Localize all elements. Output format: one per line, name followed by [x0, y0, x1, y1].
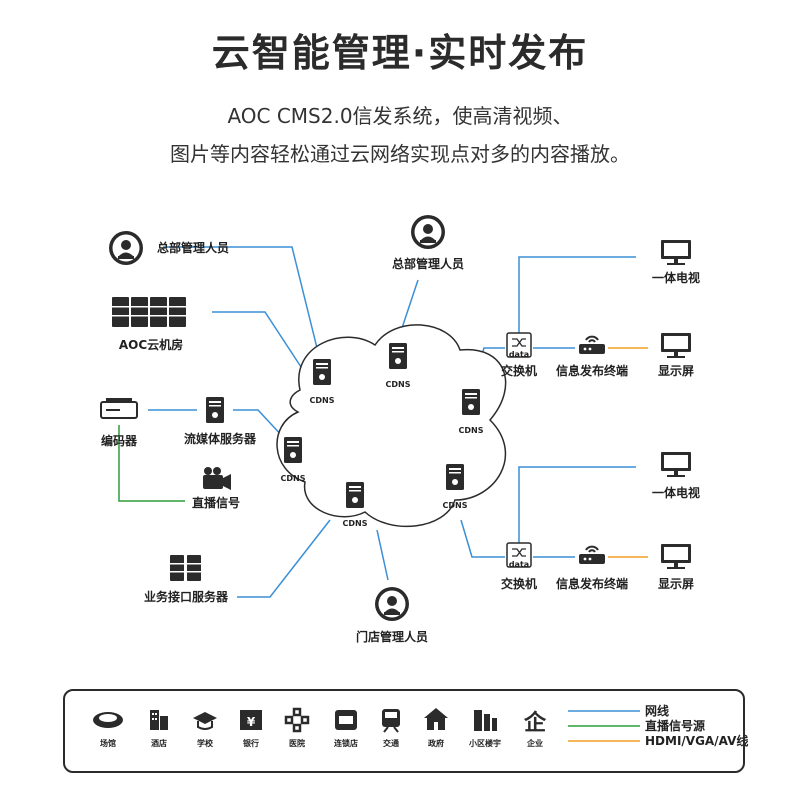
svg-text:连锁店: 连锁店 — [334, 738, 358, 748]
svg-text:交通: 交通 — [383, 738, 399, 748]
bank-icon: ¥ — [240, 710, 262, 730]
svg-text:显示屏: 显示屏 — [658, 577, 694, 591]
svg-text:一体电视: 一体电视 — [652, 485, 700, 500]
switch-bottom: data 交换机 — [501, 542, 537, 591]
server-rack-icon — [112, 297, 186, 327]
svg-text:data: data — [509, 350, 529, 359]
cdns-server: CDNS — [281, 437, 306, 483]
legend-transport: 交通 — [382, 709, 400, 748]
svg-text:企业: 企业 — [526, 738, 543, 748]
svg-text:CDNS: CDNS — [310, 396, 335, 405]
svg-text:显示屏: 显示屏 — [658, 364, 694, 378]
server-pair-icon — [170, 555, 201, 581]
svg-text:银行: 银行 — [242, 738, 259, 748]
svg-text:总部管理人员: 总部管理人员 — [392, 256, 464, 271]
hdmi-cables — [608, 347, 648, 558]
svg-text:AOC云机房: AOC云机房 — [119, 337, 183, 352]
svg-text:CDNS: CDNS — [443, 501, 468, 510]
tv-bottom: 一体电视 — [652, 452, 700, 500]
svg-text:CDNS: CDNS — [459, 426, 484, 435]
svg-text:交换机: 交换机 — [501, 576, 537, 591]
hq-admin-left: 总部管理人员 — [109, 231, 229, 265]
svg-text:信息发布终端: 信息发布终端 — [556, 363, 628, 378]
legend-chain-store: 连锁店 — [334, 710, 358, 748]
svg-text:酒店: 酒店 — [151, 738, 167, 748]
svg-text:总部管理人员: 总部管理人员 — [157, 240, 229, 255]
svg-text:业务接口服务器: 业务接口服务器 — [144, 589, 229, 604]
legend-panel — [63, 689, 745, 773]
svg-text:编码器: 编码器 — [100, 433, 138, 448]
train-icon — [382, 709, 400, 733]
svg-text:学校: 学校 — [197, 738, 214, 748]
svg-text:直播信号源: 直播信号源 — [645, 718, 705, 733]
svg-text:流媒体服务器: 流媒体服务器 — [184, 431, 257, 446]
graduation-cap-icon — [193, 712, 217, 730]
svg-text:直播信号: 直播信号 — [192, 495, 240, 510]
legend-hospital: 医院 — [284, 707, 310, 748]
legend-enterprise: 企 企业 — [523, 710, 547, 748]
svg-text:企: 企 — [523, 710, 547, 736]
svg-text:小区楼宇: 小区楼宇 — [468, 738, 501, 748]
cdns-server: CDNS — [343, 482, 368, 528]
legend-line-hdmi: HDMI/VGA/AV线 — [568, 733, 748, 748]
camera-icon — [203, 467, 231, 490]
legend-line-network: 网线 — [568, 703, 669, 718]
svg-text:网线: 网线 — [645, 703, 669, 718]
legend-hotel: 酒店 — [150, 710, 168, 748]
hospital-cross-icon — [284, 707, 310, 733]
live-signal: 直播信号 — [192, 467, 240, 510]
encoder-icon — [100, 398, 138, 419]
cdns-server: CDNS — [459, 389, 484, 435]
legend-line-live: 直播信号源 — [568, 718, 705, 733]
network-cables — [148, 246, 636, 598]
cdns-server: CDNS — [386, 343, 411, 389]
hotel-icon — [150, 710, 168, 730]
display-top: 显示屏 — [658, 333, 694, 378]
svg-text:医院: 医院 — [289, 738, 305, 748]
svg-text:data: data — [509, 560, 529, 569]
svg-text:信息发布终端: 信息发布终端 — [556, 576, 628, 591]
cdns-server: CDNS — [310, 359, 335, 405]
display-bottom: 显示屏 — [658, 544, 694, 591]
tv-top: 一体电视 — [652, 240, 700, 285]
store-admin: 门店管理人员 — [356, 587, 428, 644]
legend-bank: ¥ 银行 — [240, 710, 262, 748]
hq-admin-top: 总部管理人员 — [392, 215, 464, 271]
legend-residential: 小区楼宇 — [468, 710, 501, 748]
svg-text:场馆: 场馆 — [100, 738, 116, 748]
government-building-icon — [424, 708, 448, 730]
live-signal-cable — [118, 425, 185, 502]
svg-text:门店管理人员: 门店管理人员 — [356, 629, 428, 644]
streaming-server: 流媒体服务器 — [184, 397, 257, 446]
terminal-top: 信息发布终端 — [556, 335, 628, 378]
svg-text:¥: ¥ — [247, 715, 256, 729]
svg-text:CDNS: CDNS — [343, 519, 368, 528]
switch-top: data 交换机 — [501, 332, 537, 378]
enterprise-icon: 企 — [523, 710, 547, 736]
terminal-bottom: 信息发布终端 — [556, 545, 628, 591]
legend-venue: 场馆 — [93, 712, 123, 748]
svg-text:HDMI/VGA/AV线: HDMI/VGA/AV线 — [645, 733, 748, 748]
aoc-cloud-room: AOC云机房 — [112, 297, 186, 352]
store-icon — [335, 710, 357, 730]
svg-text:交换机: 交换机 — [501, 363, 537, 378]
description-line-1: AOC CMS2.0信发系统，使高清视频、 — [227, 104, 573, 128]
svg-text:CDNS: CDNS — [386, 380, 411, 389]
apartment-icon — [474, 710, 497, 731]
legend-school: 学校 — [193, 712, 217, 748]
legend-government: 政府 — [424, 708, 448, 748]
description-line-2: 图片等内容轻松通过云网络实现点对多的内容播放。 — [170, 142, 630, 166]
encoder: 编码器 — [100, 398, 138, 448]
svg-text:政府: 政府 — [428, 738, 444, 748]
business-server: 业务接口服务器 — [144, 555, 229, 604]
svg-text:CDNS: CDNS — [281, 474, 306, 483]
cdns-server: CDNS — [443, 464, 468, 510]
stadium-icon — [93, 712, 123, 728]
svg-text:一体电视: 一体电视 — [652, 270, 700, 285]
page-title: 云智能管理·实时发布 — [211, 31, 589, 75]
